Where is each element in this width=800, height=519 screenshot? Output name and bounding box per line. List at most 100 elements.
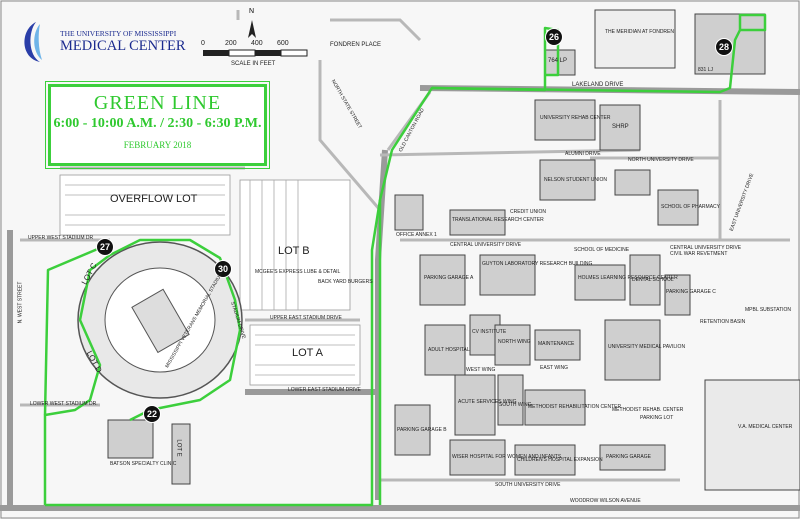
label-north-wing: NORTH WING bbox=[498, 339, 531, 345]
ummc-logo-icon bbox=[24, 22, 42, 62]
label-garage-a: PARKING GARAGE A bbox=[424, 275, 474, 281]
label-woodrow-wilson: WOODROW WILSON AVENUE bbox=[570, 498, 641, 504]
label-cv-institute: CV INSTITUTE bbox=[472, 329, 507, 335]
label-overflow-lot: OVERFLOW LOT bbox=[110, 193, 198, 205]
north-arrow-icon bbox=[248, 20, 256, 38]
label-office-annex: OFFICE ANNEX 1 bbox=[396, 232, 437, 238]
ummc-logo: THE UNIVERSITY OF MISSISSIPPI MEDICAL CE… bbox=[12, 20, 202, 60]
label-retention: RETENTION BASIN bbox=[700, 319, 746, 325]
label-translational: TRANSLATIONAL RESEARCH CENTER bbox=[452, 217, 544, 223]
logo-arc-blue bbox=[24, 22, 40, 62]
scale-tick-600: 600 bbox=[277, 40, 289, 47]
label-south-wing: SOUTH WING bbox=[499, 402, 532, 408]
bldg-adult-hospital bbox=[424, 324, 466, 376]
label-upper-west-stadium: UPPER WEST STADIUM DR bbox=[28, 235, 94, 241]
route-stadium-loop bbox=[43, 238, 242, 505]
bldg-guyton bbox=[479, 254, 536, 296]
label-garage-b: PARKING GARAGE B bbox=[397, 427, 447, 433]
north-arrow-shape bbox=[248, 20, 256, 38]
stop-27[interactable]: 27 bbox=[96, 238, 114, 256]
label-fondren-place: FONDREN PLACE bbox=[330, 42, 382, 48]
label-pavilion: UNIVERSITY MEDICAL PAVILION bbox=[608, 344, 686, 350]
label-lot-831: 831 LJ bbox=[698, 67, 714, 73]
scale-seg-1 bbox=[203, 50, 229, 56]
label-parking-lot: PARKING LOT bbox=[640, 415, 674, 421]
label-south-university: SOUTH UNIVERSITY DRIVE bbox=[495, 482, 561, 488]
label-dental: DENTAL SCHOOL bbox=[632, 277, 674, 283]
bldg-maintenance bbox=[534, 329, 581, 361]
bldg-childrens bbox=[514, 444, 576, 476]
label-batson: BATSON SPECIALTY CLINIC bbox=[110, 461, 177, 467]
label-upper-east-stadium: UPPER EAST STADIUM DRIVE bbox=[270, 315, 342, 321]
scale-tick-0: 0 bbox=[201, 40, 205, 47]
compass: N bbox=[244, 8, 260, 38]
label-lakeland: LAKELAND DRIVE bbox=[572, 82, 624, 88]
label-guyton: GUYTON LABORATORY RESEARCH BUILDING bbox=[482, 261, 593, 267]
label-shrp: SHRP bbox=[612, 124, 629, 130]
stadium bbox=[77, 241, 243, 399]
scale-tick-200: 200 bbox=[225, 40, 237, 47]
bldg-office-annex bbox=[394, 194, 424, 231]
label-school-medicine: SCHOOL OF MEDICINE bbox=[574, 247, 630, 253]
bldg-parking-garage bbox=[599, 444, 666, 471]
compass-n: N bbox=[249, 8, 255, 15]
label-back-yard: BACK YARD BURGERS bbox=[318, 279, 373, 285]
stop-28[interactable]: 28 bbox=[715, 38, 733, 56]
stop-26[interactable]: 26 bbox=[545, 28, 563, 46]
label-mpbl: MPBL SUBSTATION bbox=[745, 307, 792, 313]
scale-tick-400: 400 bbox=[251, 40, 263, 47]
label-lot-e: LOT E bbox=[175, 439, 182, 457]
route-hours: 6:00 - 10:00 A.M. / 2:30 - 6:30 P.M. bbox=[53, 116, 262, 131]
bldg-holmes bbox=[574, 264, 626, 301]
bldg-pharm-a bbox=[614, 169, 651, 196]
label-lot-b: LOT B bbox=[278, 245, 310, 257]
label-adult-hospital: ADULT HOSPITAL bbox=[428, 347, 470, 353]
route-north-segment bbox=[431, 13, 767, 94]
bldg-north-wing bbox=[494, 324, 531, 366]
route-date: FEBRUARY 2018 bbox=[123, 140, 192, 150]
bldg-rehab bbox=[534, 99, 596, 141]
bldg-garage-c bbox=[664, 274, 691, 316]
bldg-garage-b bbox=[394, 404, 431, 456]
stop-30[interactable]: 30 bbox=[214, 260, 232, 278]
label-methodist-rehab-center: METHODIST REHAB. CENTER bbox=[612, 407, 684, 413]
label-credit-union: CREDIT UNION bbox=[510, 209, 547, 215]
scale-unit: SCALE IN FEET bbox=[231, 61, 276, 67]
buildings bbox=[107, 9, 800, 491]
label-childrens: CHILDREN'S HOSPITAL EXPANSION bbox=[517, 457, 603, 463]
label-lower-east-stadium: LOWER EAST STADIUM DRIVE bbox=[288, 387, 361, 393]
label-meridian: THE MERIDIAN AT FONDREN bbox=[605, 29, 674, 35]
bldg-garage-a bbox=[419, 254, 466, 306]
route-name: GREEN LINE bbox=[93, 92, 222, 114]
bldg-south-wing bbox=[497, 374, 524, 426]
label-north-university: NORTH UNIVERSITY DRIVE bbox=[628, 157, 694, 163]
scale-seg-3 bbox=[255, 50, 281, 56]
bldg-pavilion bbox=[604, 319, 661, 381]
label-acute-wing: ACUTE SERVICES WING bbox=[458, 399, 517, 405]
lot-a-stripes bbox=[255, 334, 355, 376]
bldg-lot-e bbox=[171, 423, 191, 485]
stadium-field bbox=[131, 288, 190, 354]
bldg-acute bbox=[454, 374, 496, 436]
logo-subtitle: THE UNIVERSITY OF MISSISSIPPI bbox=[60, 29, 177, 38]
lot-b-stripes bbox=[249, 180, 299, 310]
bldg-shrp bbox=[599, 104, 641, 151]
label-wiser: WISER HOSPITAL FOR WOMEN AND INFANTS bbox=[452, 454, 562, 460]
logo-title: MEDICAL CENTER bbox=[60, 38, 186, 54]
label-parking-garage: PARKING GARAGE bbox=[606, 454, 651, 460]
label-west-street: N. WEST STREET bbox=[17, 281, 24, 324]
label-alumni: ALUMNI DRIVE bbox=[565, 151, 601, 157]
scale-bar: 0 200 400 600 SCALE IN FEET bbox=[201, 40, 307, 72]
bldg-nelson bbox=[539, 159, 596, 201]
stop-22[interactable]: 22 bbox=[143, 405, 161, 423]
label-nelson: NELSON STUDENT UNION bbox=[544, 177, 607, 183]
parking-stripes bbox=[59, 174, 361, 386]
label-lot-a: LOT A bbox=[292, 347, 323, 359]
label-east-wing: EAST WING bbox=[540, 365, 568, 371]
road-north-state bbox=[318, 60, 382, 211]
bldg-dental bbox=[629, 254, 661, 306]
bldg-wiser bbox=[449, 439, 506, 476]
bldg-va bbox=[704, 379, 800, 491]
